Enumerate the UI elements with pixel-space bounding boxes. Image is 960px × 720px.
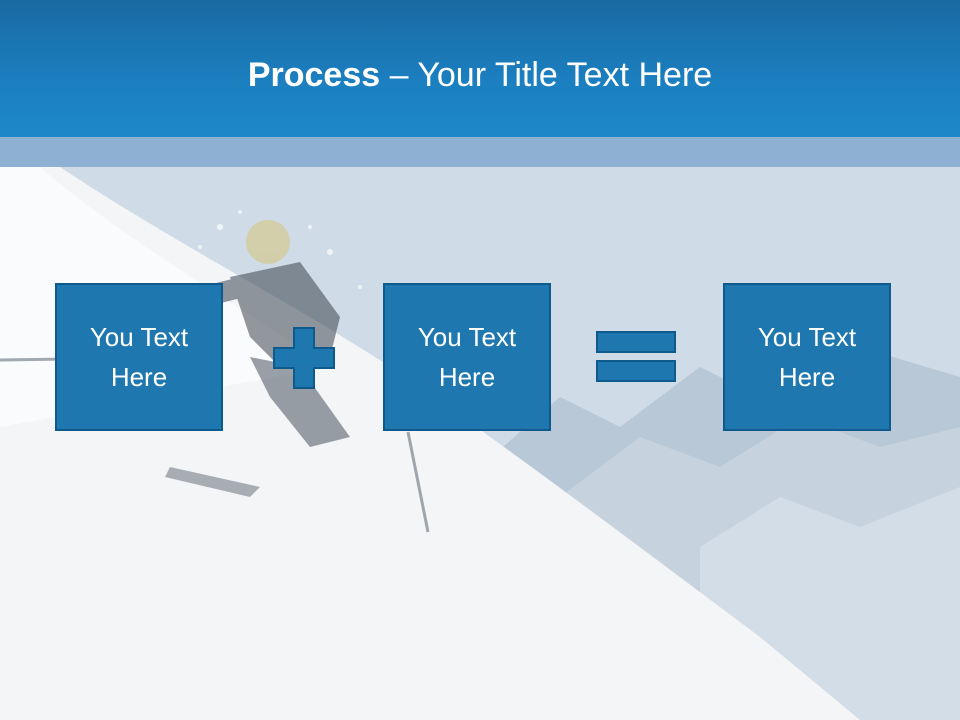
process-box-label: You Text Here xyxy=(89,322,189,392)
process-box-1[interactable]: You Text Here xyxy=(55,283,223,431)
plus-icon xyxy=(273,327,335,389)
slide-title[interactable]: Process – Your Title Text Here xyxy=(0,50,960,100)
process-box-label: You Text Here xyxy=(417,322,517,392)
equals-icon xyxy=(596,331,676,382)
process-box-2[interactable]: You Text Here xyxy=(383,283,551,431)
title-bar xyxy=(0,0,960,137)
skier-background-image xyxy=(0,167,960,720)
process-box-3[interactable]: You Text Here xyxy=(723,283,891,431)
title-rest: – Your Title Text Here xyxy=(380,56,713,94)
title-bold: Process xyxy=(247,56,381,94)
title-underband xyxy=(0,137,960,167)
process-box-label: You Text Here xyxy=(757,322,857,392)
